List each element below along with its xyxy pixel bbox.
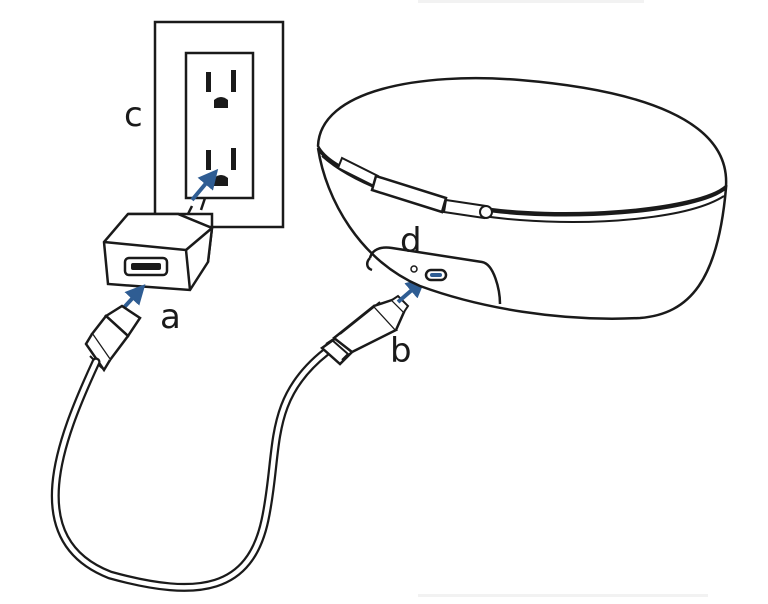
earbuds-charging-case-icon — [316, 77, 728, 320]
usb-power-adapter-icon — [102, 197, 214, 292]
usb-cable-icon — [50, 294, 410, 592]
label-c: c — [124, 95, 143, 135]
wall-outlet-icon — [153, 20, 285, 229]
label-a: a — [160, 297, 181, 337]
arrow-plug-to-case — [396, 277, 427, 304]
arrow-adapter-to-outlet — [190, 168, 219, 202]
outlet-socket-top — [206, 70, 236, 108]
top-scan-line — [418, 0, 644, 3]
status-led-icon — [410, 265, 418, 273]
label-b: b — [390, 331, 412, 371]
label-d: d — [400, 221, 422, 261]
bottom-scan-line — [418, 594, 708, 597]
